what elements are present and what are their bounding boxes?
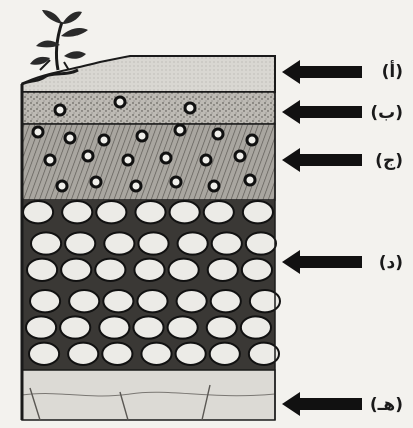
nodule <box>235 151 245 161</box>
stone <box>62 201 92 223</box>
stone <box>168 316 198 338</box>
stone <box>207 316 237 338</box>
arrow-left-icon <box>282 392 362 416</box>
stone <box>134 259 164 281</box>
stone <box>99 316 129 338</box>
stone <box>68 343 98 365</box>
plant-icon <box>30 10 88 72</box>
stone <box>141 343 171 365</box>
stone <box>169 259 199 281</box>
nodule <box>33 127 43 137</box>
stone <box>31 232 61 254</box>
nodule <box>55 105 65 115</box>
nodule <box>175 125 185 135</box>
stone <box>104 232 134 254</box>
arrow-left-icon <box>282 250 362 274</box>
arrow-left-icon <box>282 60 362 84</box>
stone <box>95 259 125 281</box>
stone <box>133 316 163 338</box>
stone <box>137 290 167 312</box>
nodule <box>137 131 147 141</box>
stone <box>23 201 53 223</box>
stone <box>65 232 95 254</box>
stone <box>246 232 276 254</box>
stone <box>135 201 165 223</box>
nodule <box>161 153 171 163</box>
layer-e <box>22 370 275 420</box>
stone <box>243 201 273 223</box>
stone <box>211 290 241 312</box>
stone <box>30 290 60 312</box>
nodule <box>209 181 219 191</box>
nodule <box>99 135 109 145</box>
stone <box>241 316 271 338</box>
nodule <box>65 133 75 143</box>
nodule <box>201 155 211 165</box>
nodule <box>247 135 257 145</box>
stone <box>26 316 56 338</box>
nodule <box>45 155 55 165</box>
stone <box>96 201 126 223</box>
label-e: (هـ) <box>370 395 403 415</box>
stone <box>204 201 234 223</box>
stone <box>29 343 59 365</box>
stone <box>208 259 238 281</box>
stone <box>210 343 240 365</box>
stone <box>178 232 208 254</box>
stone <box>102 343 132 365</box>
nodule <box>83 151 93 161</box>
stone <box>27 259 57 281</box>
label-b: (ب) <box>370 103 403 123</box>
stone <box>242 259 272 281</box>
arrow-left-icon <box>282 100 362 124</box>
stone <box>61 259 91 281</box>
nodule <box>131 181 141 191</box>
stone <box>212 232 242 254</box>
stone <box>103 290 133 312</box>
stone <box>138 232 168 254</box>
nodule <box>57 181 67 191</box>
stone <box>69 290 99 312</box>
nodule <box>123 155 133 165</box>
nodule <box>185 103 195 113</box>
stone <box>176 343 206 365</box>
stone <box>60 316 90 338</box>
nodule <box>171 177 181 187</box>
label-c: (ج) <box>375 151 403 171</box>
arrow-left-icon <box>282 148 362 172</box>
nodule <box>245 175 255 185</box>
stone <box>170 201 200 223</box>
stone <box>177 290 207 312</box>
nodule <box>115 97 125 107</box>
nodule <box>213 129 223 139</box>
arrows-group <box>282 60 362 416</box>
label-d: (د) <box>379 253 403 273</box>
nodule <box>91 177 101 187</box>
label-a: (أ) <box>382 60 403 82</box>
